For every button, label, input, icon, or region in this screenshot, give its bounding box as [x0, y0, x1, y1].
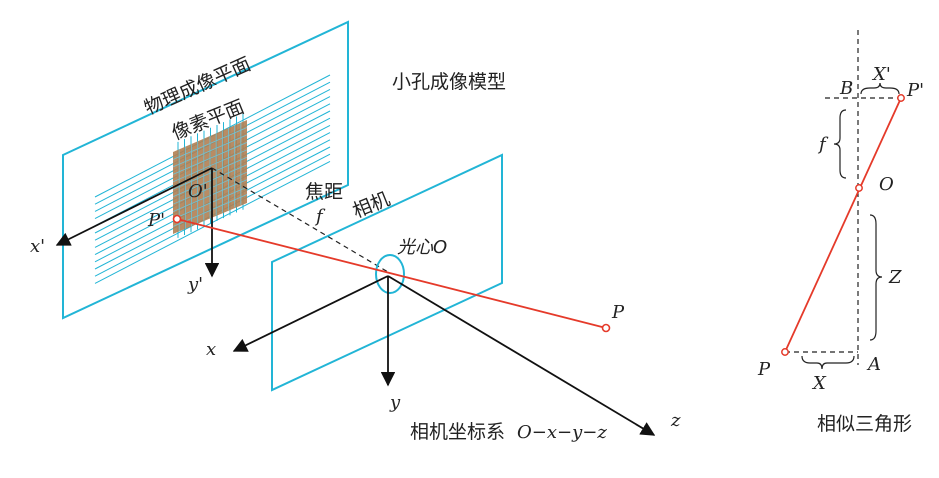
pixel-cell-hline — [172, 156, 248, 190]
x-brace — [801, 355, 855, 370]
pixel-cell-hline — [172, 134, 248, 168]
label-f: f — [817, 134, 829, 155]
physical-imaging-plane — [62, 20, 349, 320]
label-p-prime: P' — [906, 80, 924, 101]
label-o: O — [879, 174, 894, 195]
pixel-cell-hline — [172, 141, 248, 175]
camera-plane — [271, 153, 503, 392]
optical-center-label: 光心O — [397, 237, 447, 258]
label-a: A — [866, 354, 881, 375]
f-brace — [833, 109, 847, 179]
focal-length-line — [211, 167, 389, 273]
camera-label: 相机 — [350, 188, 393, 223]
label-x-prime: X' — [871, 64, 891, 85]
image-point-label: P' — [147, 210, 165, 231]
x-label: x — [206, 339, 216, 360]
pixel-cell-hline — [172, 127, 248, 160]
coord-system-label: 相机坐标系 — [410, 421, 505, 443]
label-b: B — [839, 78, 853, 99]
pixel-cell-hline — [172, 186, 248, 220]
pixel-cell-hline — [172, 149, 248, 183]
similar-triangles-title: 相似三角形 — [817, 413, 912, 435]
label-p: P — [757, 359, 771, 380]
coord-system-formula: O−x−y−z — [517, 422, 607, 443]
focal-symbol: f — [314, 206, 326, 227]
pixel-cell-hline — [172, 171, 248, 205]
image-point-p-prime — [172, 214, 182, 224]
x-prime-label: x' — [30, 236, 45, 257]
point-p — [781, 348, 789, 356]
image-origin-label: O' — [188, 181, 208, 202]
x-prime-axis — [55, 167, 213, 246]
object-point-p — [601, 323, 611, 333]
x-prime-brace — [860, 82, 900, 95]
point-o — [855, 184, 863, 192]
pixel-cell-hline — [172, 164, 248, 198]
z-axis — [387, 275, 656, 436]
z-brace — [869, 214, 883, 341]
focal-length-label: 焦距 — [305, 181, 343, 203]
x-axis — [232, 275, 389, 352]
z-label: z — [670, 410, 681, 431]
point-p-prime — [897, 94, 905, 102]
pixel-cell-hline — [172, 179, 248, 213]
projection-ray — [176, 218, 607, 329]
label-z: Z — [888, 267, 902, 288]
object-point-label: P — [611, 302, 625, 323]
y-label: y — [389, 392, 401, 413]
pinhole-model-title: 小孔成像模型 — [392, 71, 506, 93]
optical-center-marker — [375, 254, 405, 294]
similar-triangle-ray — [784, 97, 902, 353]
label-x: X — [811, 373, 827, 394]
y-prime-label: y' — [187, 274, 203, 295]
